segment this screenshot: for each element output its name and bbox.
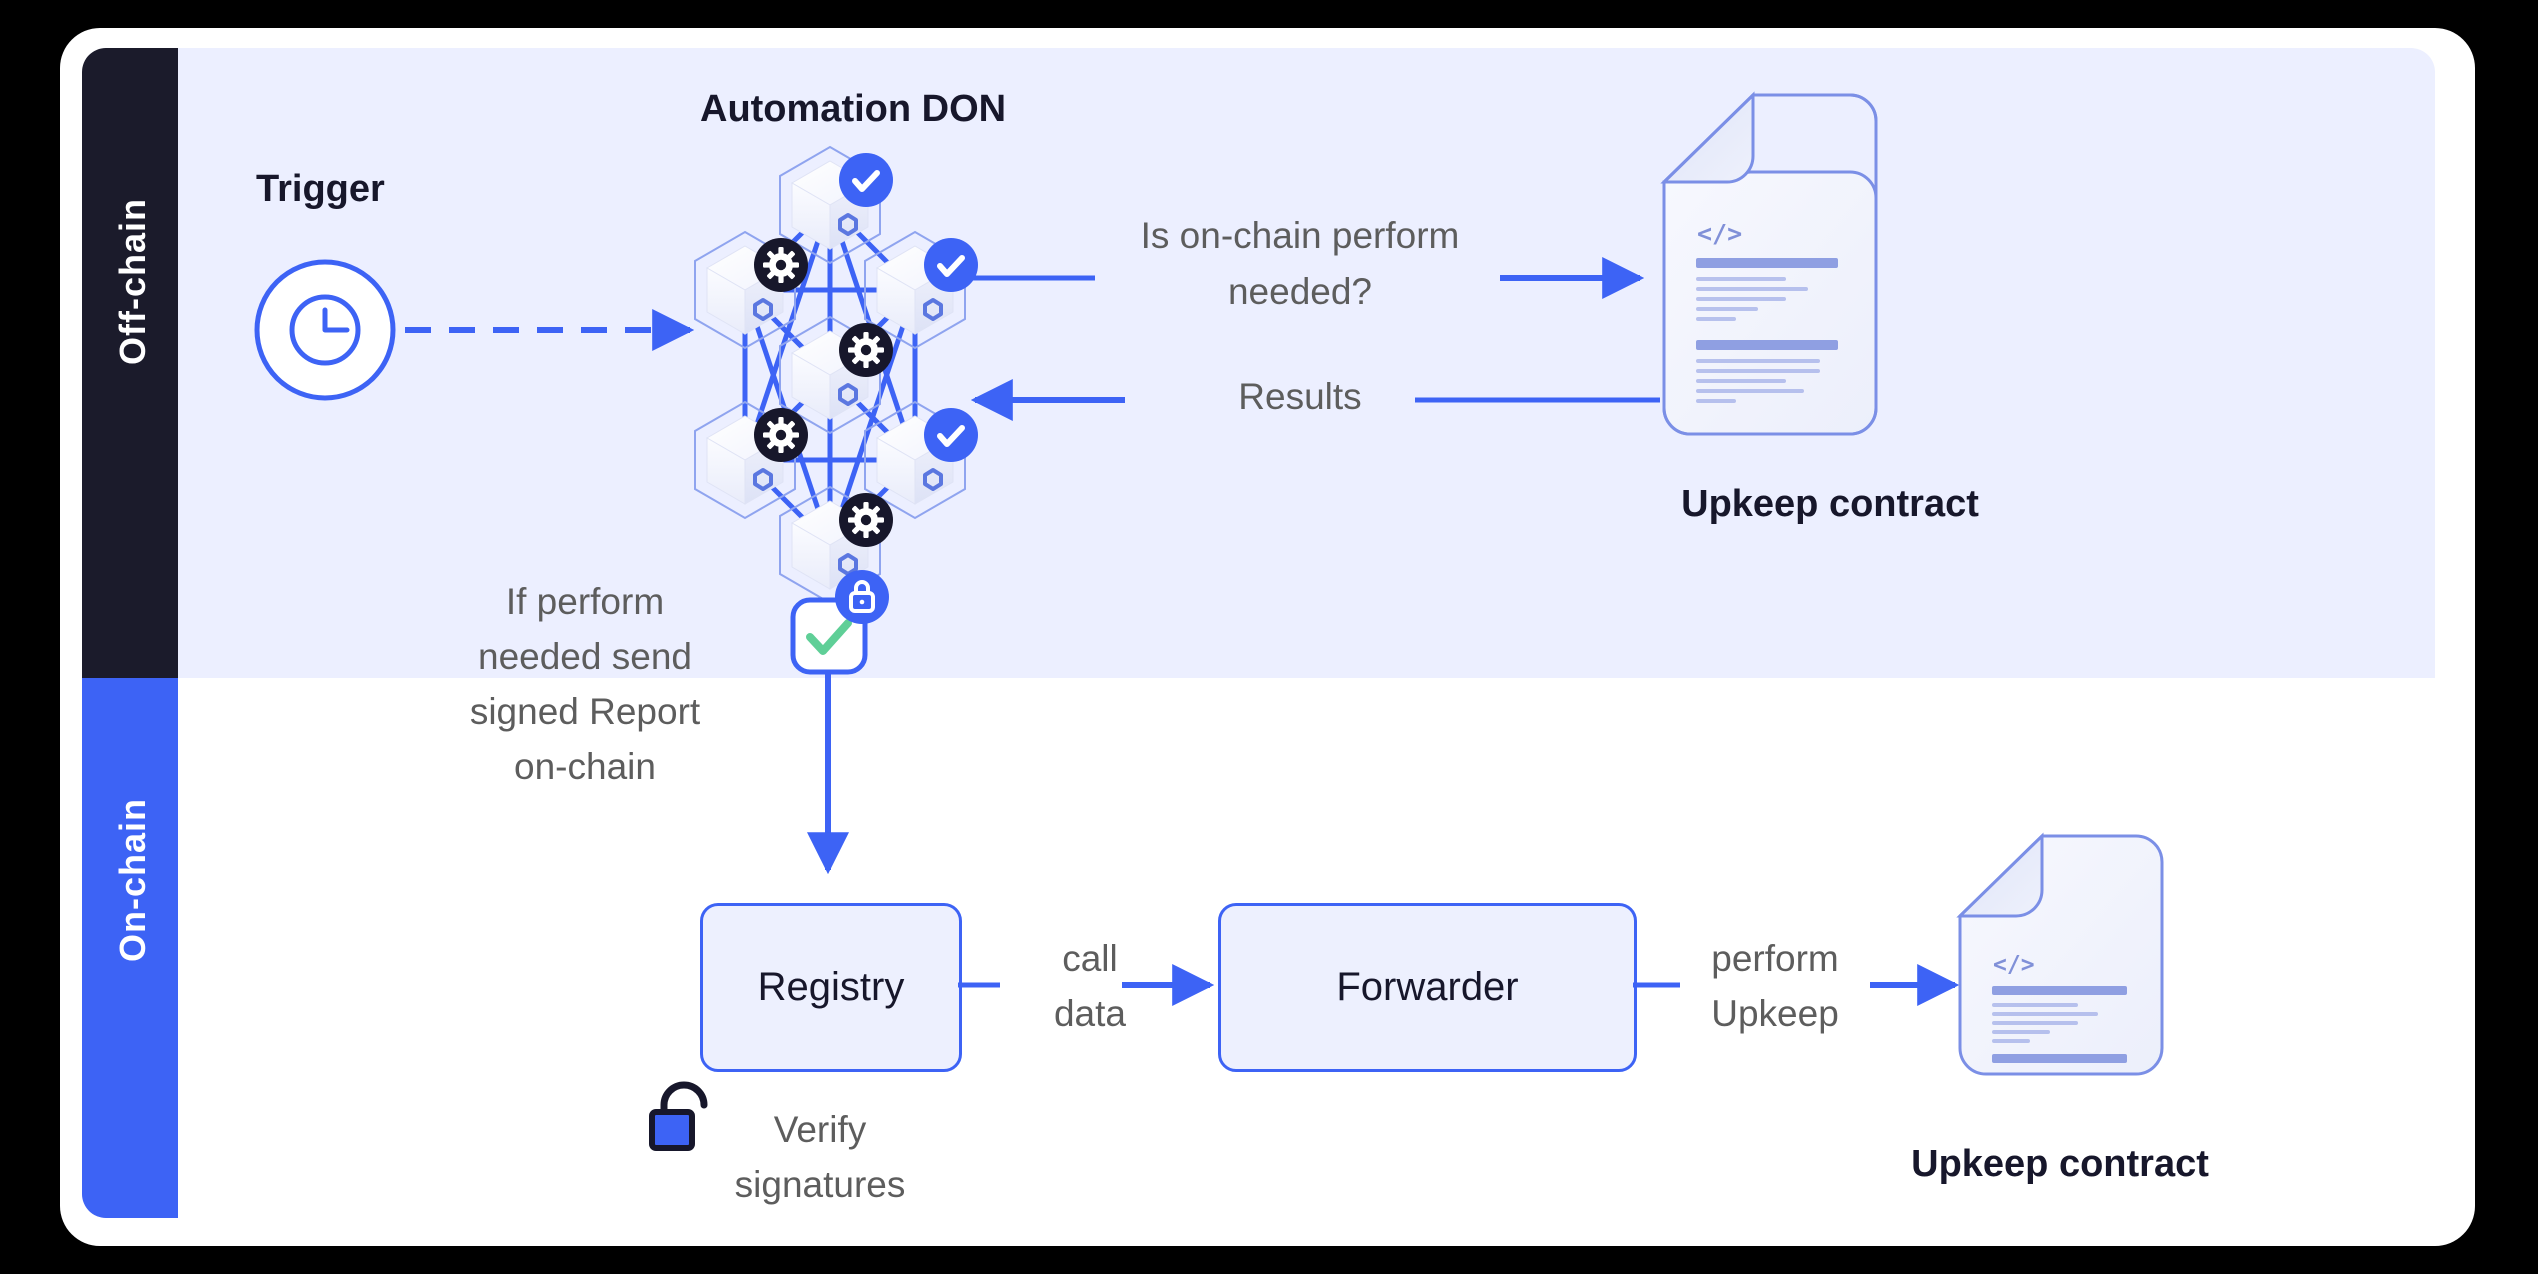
- query-label-line1: Is on-chain perform: [1140, 215, 1460, 256]
- registry-box[interactable]: Registry: [700, 903, 962, 1072]
- offchain-rail-label: Off-chain: [112, 198, 153, 365]
- registry-label: Registry: [757, 965, 905, 1009]
- results-label: Results: [1238, 376, 1362, 417]
- onchain-rail: On-chain: [82, 678, 178, 1218]
- trigger-label: Trigger: [256, 168, 385, 210]
- onchain-rail-label: On-chain: [112, 798, 153, 963]
- send-report-line-4: on-chain: [514, 746, 656, 787]
- send-report-line-1: If perform: [505, 581, 665, 622]
- forwarder-box[interactable]: Forwarder: [1218, 903, 1637, 1072]
- verify-signatures-line-1: Verify: [773, 1109, 867, 1150]
- verify-signatures-line-2: signatures: [734, 1164, 906, 1205]
- don-title: Automation DON: [700, 88, 1007, 130]
- send-report-line-3: signed Report: [469, 691, 701, 732]
- forwarder-label: Forwarder: [1336, 965, 1519, 1009]
- call-data-line-1: call: [1062, 938, 1118, 979]
- call-data-line-2: data: [1053, 993, 1126, 1034]
- upkeep-contract-label-onchain: Upkeep contract: [1911, 1143, 2209, 1185]
- offchain-panel: [178, 48, 2435, 678]
- upkeep-contract-label-offchain: Upkeep contract: [1681, 483, 1979, 525]
- send-report-line-2: needed send: [478, 636, 692, 677]
- perform-upkeep-line-2: Upkeep: [1711, 993, 1839, 1034]
- perform-upkeep-line-1: perform: [1711, 938, 1839, 979]
- offchain-rail: Off-chain: [82, 48, 178, 678]
- query-label-line2: needed?: [1227, 271, 1373, 312]
